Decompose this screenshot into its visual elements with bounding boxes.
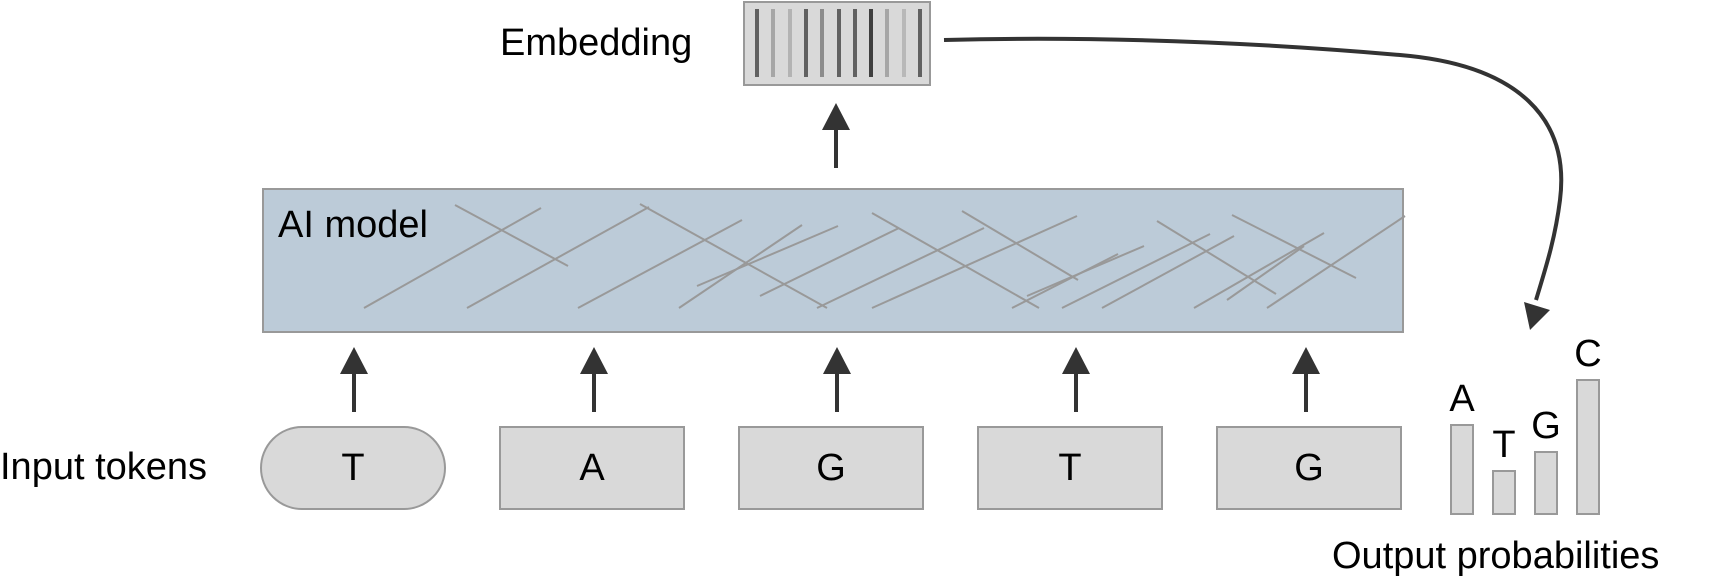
arrow-up-icon <box>580 347 608 412</box>
output-bar-G <box>1534 451 1558 515</box>
network-line <box>871 215 1078 309</box>
output-bar-T <box>1492 470 1516 515</box>
output-bar-label: G <box>1531 405 1561 447</box>
network-line <box>639 203 828 309</box>
embedding-dimension <box>869 9 874 77</box>
network-line <box>577 219 743 309</box>
input-token-3: G <box>738 426 924 510</box>
network-line <box>1156 220 1277 295</box>
token-arrows <box>340 103 1320 412</box>
network-connections <box>363 203 1406 309</box>
network-line <box>454 204 569 267</box>
network-line <box>1193 232 1325 309</box>
arrow-up-icon <box>1292 347 1320 412</box>
embedding-dimension <box>918 9 922 77</box>
input-token-5: G <box>1216 426 1402 510</box>
embedding-dimension <box>803 9 808 77</box>
input-token-2: A <box>499 426 685 510</box>
output-probabilities-label: Output probabilities <box>1332 535 1660 577</box>
embedding-dimension <box>836 9 841 77</box>
network-line <box>1266 215 1406 309</box>
output-bar-C <box>1576 379 1600 515</box>
network-line <box>1011 253 1119 309</box>
embedding-dimension <box>820 9 825 77</box>
network-line <box>696 225 839 287</box>
network-line <box>1231 214 1357 279</box>
embedding-dimension <box>771 9 776 77</box>
network-line <box>816 227 985 309</box>
input-tokens-label: Input tokens <box>0 446 208 488</box>
network-line <box>871 212 1040 309</box>
embedding-dimension <box>787 9 792 77</box>
embedding-dimension <box>885 9 890 77</box>
embedding-label: Embedding <box>500 22 693 64</box>
ai-model-label: AI model <box>278 204 428 246</box>
embedding-vector <box>743 1 931 86</box>
embedding-dimension <box>852 9 857 77</box>
input-token-4: T <box>977 426 1163 510</box>
arrow-up-icon <box>340 347 368 412</box>
network-line <box>1101 235 1235 309</box>
network-line <box>961 210 1079 281</box>
output-bar-label: T <box>1492 424 1516 466</box>
network-line <box>1226 245 1305 301</box>
embedding-dimension <box>901 9 906 77</box>
output-bar-label: A <box>1449 378 1475 420</box>
network-line <box>363 207 542 309</box>
arrow-down-icon <box>1524 302 1550 330</box>
embedding-dimension <box>755 9 759 77</box>
network-line <box>1026 245 1145 297</box>
input-token-1: T <box>260 426 446 510</box>
output-bar-A <box>1450 424 1474 515</box>
network-line <box>466 206 650 309</box>
feedback-arrow <box>943 36 1564 330</box>
arrow-up-icon <box>822 103 850 168</box>
arrow-up-icon <box>1062 347 1090 412</box>
arrow-up-icon <box>823 347 851 412</box>
output-bar-label: C <box>1574 333 1602 375</box>
network-line <box>1061 233 1211 309</box>
